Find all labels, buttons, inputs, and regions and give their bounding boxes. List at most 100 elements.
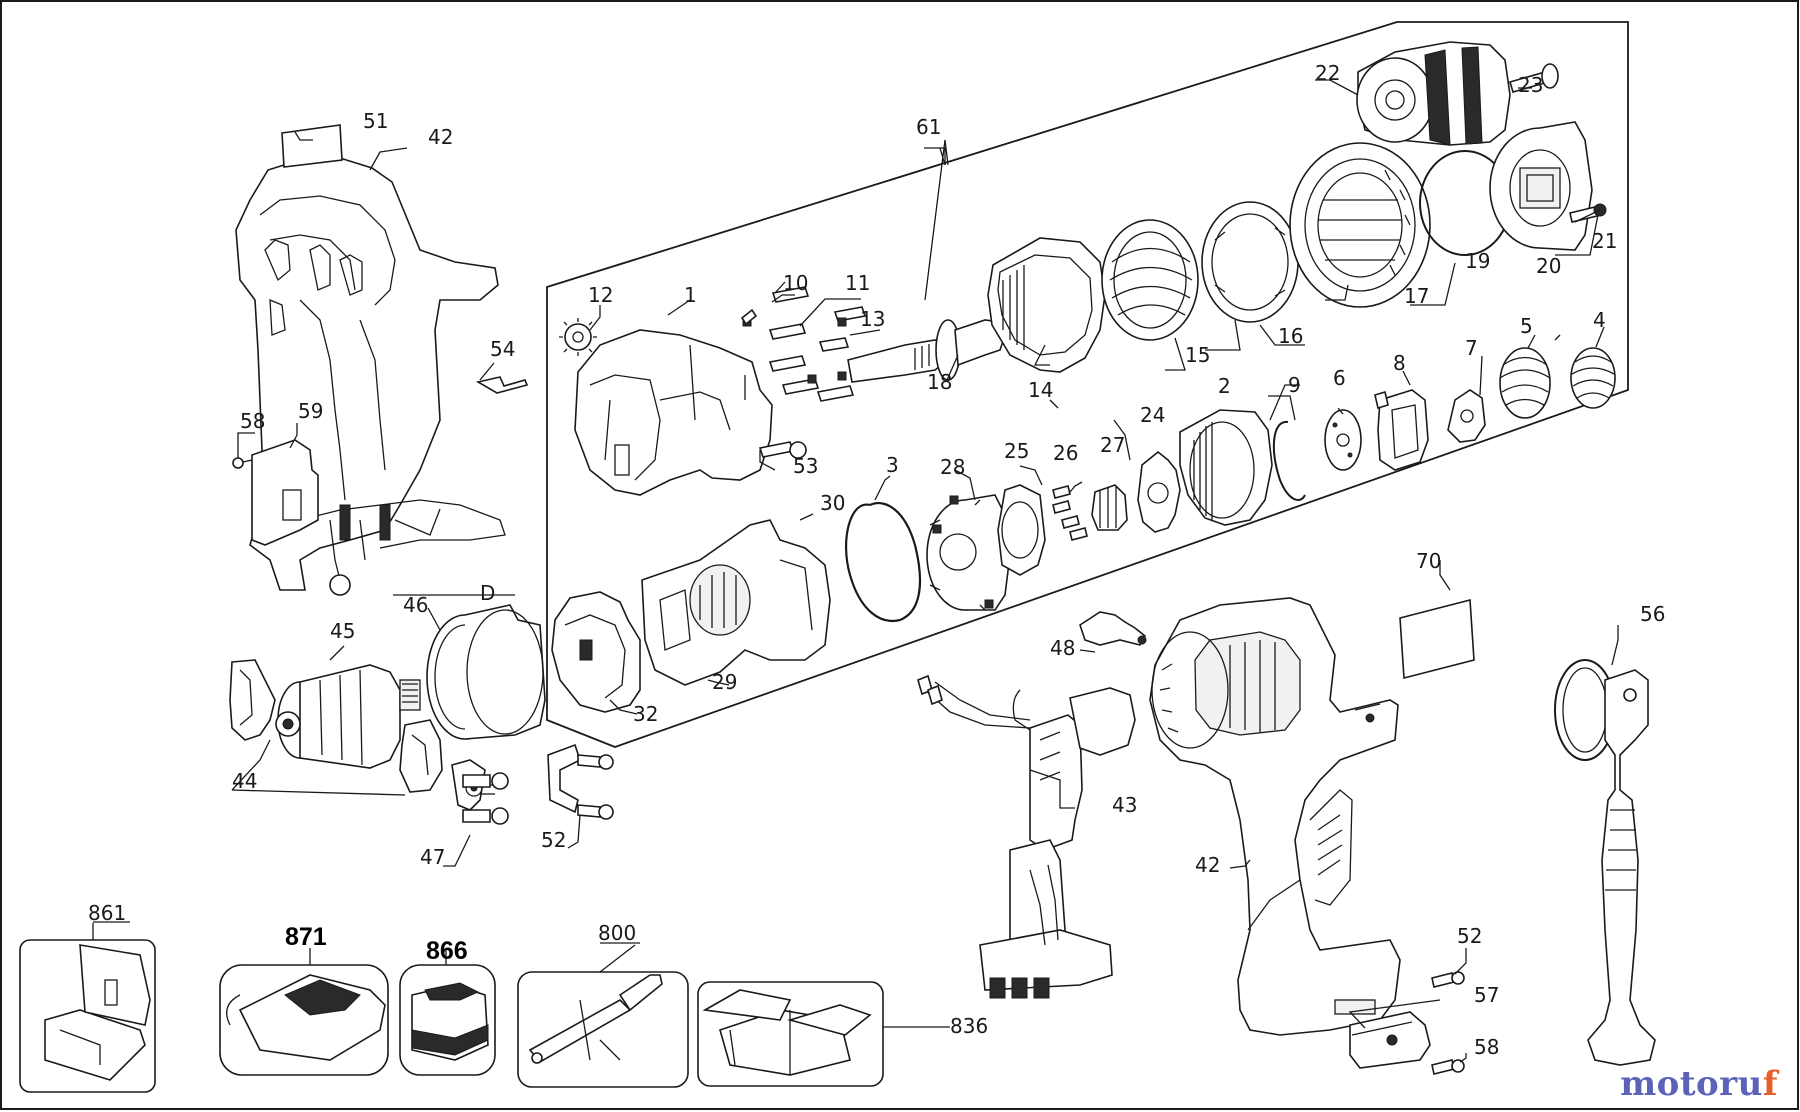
label-9: 9 xyxy=(1288,373,1301,397)
latch-screws-part xyxy=(1431,971,1465,1075)
label-52-left: 52 xyxy=(541,828,566,852)
watermark-part-2: f xyxy=(1762,1064,1778,1104)
clutch-collar-part xyxy=(1289,142,1431,308)
chuck-nose-part xyxy=(1489,121,1593,251)
label-46: 46 xyxy=(403,593,428,617)
pins-part xyxy=(740,286,867,459)
label-29: 29 xyxy=(712,670,737,694)
carry-case-part xyxy=(19,939,156,1093)
watermark-logo: motoruf xyxy=(1620,1064,1778,1104)
label-48: 48 xyxy=(1050,636,1075,660)
clutch-washer-part xyxy=(1201,201,1299,323)
label-plate-part xyxy=(281,124,343,168)
label-6: 6 xyxy=(1333,366,1346,390)
label-D: D xyxy=(480,581,495,605)
label-861: 861 xyxy=(88,901,126,925)
label-32: 32 xyxy=(633,702,658,726)
label-15: 15 xyxy=(1185,343,1210,367)
label-58-right: 58 xyxy=(1474,1035,1499,1059)
belt-clip-part xyxy=(232,439,319,546)
direction-lever-part xyxy=(1079,611,1147,646)
battery-latch-cover-part xyxy=(1349,1011,1431,1069)
planet-carrier-part xyxy=(997,484,1046,576)
ring-gear-carrier-part xyxy=(926,494,1011,611)
label-1: 1 xyxy=(684,283,697,307)
battery-pack-part xyxy=(399,964,496,1076)
label-19: 19 xyxy=(1465,249,1490,273)
label-42-bottom: 42 xyxy=(1195,853,1220,877)
watermark-part-1: motoru xyxy=(1620,1064,1763,1104)
switch-part xyxy=(917,674,1136,999)
label-4: 4 xyxy=(1593,308,1606,332)
label-43: 43 xyxy=(1112,793,1137,817)
motor-pack-part xyxy=(641,519,831,686)
label-12: 12 xyxy=(588,283,613,307)
label-51: 51 xyxy=(363,109,388,133)
label-61: 61 xyxy=(916,115,941,139)
chuck-retaining-screw-part xyxy=(1509,63,1559,93)
shift-ring-part xyxy=(1374,389,1429,471)
part-number-labels: 1 2 3 4 5 6 7 8 9 10 11 12 13 14 15 16 1… xyxy=(88,61,1665,1059)
washer-plate-part xyxy=(1324,409,1362,471)
label-13: 13 xyxy=(860,307,885,331)
housing-half-right-part xyxy=(1149,597,1401,1036)
label-21: 21 xyxy=(1592,229,1617,253)
keyless-chuck-part xyxy=(1356,41,1511,146)
label-871: 871 xyxy=(285,923,327,951)
label-2: 2 xyxy=(1218,374,1231,398)
clutch-spring-small-part xyxy=(1570,347,1616,409)
charger-part xyxy=(219,964,389,1076)
label-18: 18 xyxy=(927,370,952,394)
label-8: 8 xyxy=(1393,351,1406,375)
label-20: 20 xyxy=(1536,254,1561,278)
ring-gear-part xyxy=(987,237,1106,373)
label-58-left: 58 xyxy=(240,409,265,433)
spring-clip-part xyxy=(1272,420,1306,501)
brush-holder-part xyxy=(229,659,443,793)
label-56: 56 xyxy=(1640,602,1665,626)
label-866: 866 xyxy=(426,937,468,965)
gearbox-assembly-panel xyxy=(546,21,1629,748)
clip-spring-part xyxy=(475,376,529,394)
flashlight-part xyxy=(517,971,689,1088)
magnet-sleeve-part xyxy=(426,604,546,740)
armature-part xyxy=(275,664,421,769)
motor-screws-part xyxy=(462,743,614,825)
motor-cover-part xyxy=(551,591,641,713)
side-handle-part xyxy=(1554,659,1656,1066)
label-54: 54 xyxy=(490,337,515,361)
thrust-plate-part xyxy=(1137,450,1181,533)
label-26: 26 xyxy=(1053,441,1078,465)
label-70: 70 xyxy=(1416,549,1441,573)
label-47: 47 xyxy=(420,845,445,869)
label-10: 10 xyxy=(783,271,808,295)
gear-housing-part xyxy=(574,329,773,496)
label-45: 45 xyxy=(330,619,355,643)
label-800: 800 xyxy=(598,921,636,945)
planet-pins-part xyxy=(1052,485,1088,541)
label-53: 53 xyxy=(793,454,818,478)
retaining-ring-part xyxy=(845,502,922,622)
label-44: 44 xyxy=(232,769,257,793)
label-5: 5 xyxy=(1520,314,1533,338)
label-28: 28 xyxy=(940,455,965,479)
pinion-gear-part xyxy=(559,318,597,356)
label-57: 57 xyxy=(1474,983,1499,1007)
label-3: 3 xyxy=(886,453,899,477)
label-16: 16 xyxy=(1278,324,1303,348)
clutch-plate-part xyxy=(1447,389,1486,443)
label-52-right: 52 xyxy=(1457,924,1482,948)
label-17: 17 xyxy=(1404,284,1429,308)
gear-housing-ring-part xyxy=(1179,409,1273,526)
label-836: 836 xyxy=(950,1014,988,1038)
label-42-top: 42 xyxy=(428,125,453,149)
label-23: 23 xyxy=(1518,73,1543,97)
label-14: 14 xyxy=(1028,378,1053,402)
clutch-spring-large-part xyxy=(1499,347,1551,419)
label-22: 22 xyxy=(1315,61,1340,85)
leader-lines xyxy=(92,79,1619,1063)
label-59: 59 xyxy=(298,399,323,423)
label-27: 27 xyxy=(1100,433,1125,457)
